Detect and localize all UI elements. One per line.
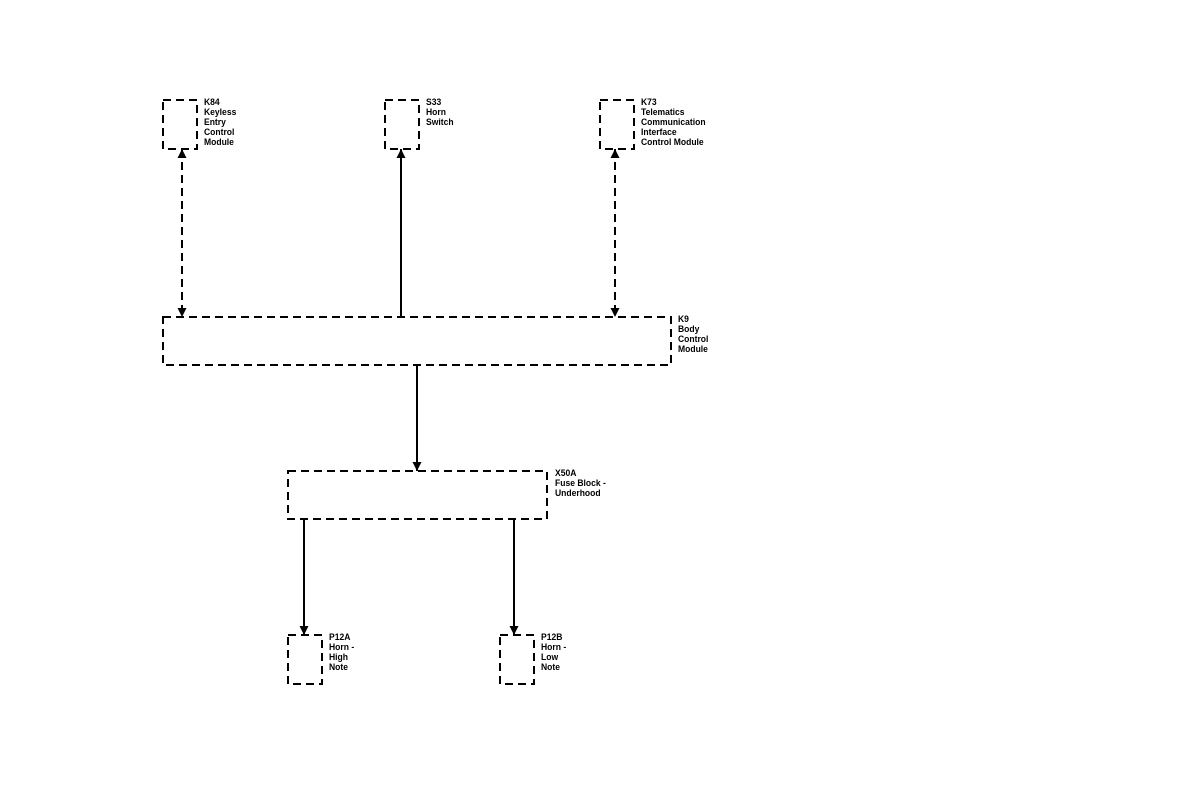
p12a-label-line-1: P12A: [329, 632, 351, 643]
p12b-label-line-3: Low: [541, 652, 559, 663]
k73-label-line-5: Control Module: [641, 137, 704, 148]
k9-label-line-3: Control: [678, 334, 709, 345]
x50a-label-line-3: Underhood: [555, 488, 601, 499]
k73-label-line-2: Telematics: [641, 107, 685, 118]
p12b-label-line-1: P12B: [541, 632, 563, 643]
p12b-label-line-2: Horn -: [541, 642, 567, 653]
k84-module-box: [162, 99, 198, 150]
k84-label-line-5: Module: [204, 137, 234, 148]
s33-label-line-3: Switch: [426, 117, 454, 128]
s33-label-line-2: Horn: [426, 107, 446, 118]
k84-label-line-2: Keyless: [204, 107, 237, 118]
p12a-label-line-4: Note: [329, 662, 349, 673]
k73-label-line-1: K73: [641, 97, 657, 108]
p12b-horn-box: [499, 634, 535, 685]
p12a-label-line-2: Horn -: [329, 642, 355, 653]
p12b-label-line-4: Note: [541, 662, 561, 673]
k9-module-box: [162, 316, 672, 366]
k84-label-line-1: K84: [204, 97, 220, 108]
p12a-horn-box: [287, 634, 323, 685]
k9-label-line-4: Module: [678, 344, 708, 355]
k73-module-box: [599, 99, 635, 150]
p12a-label-line-3: High: [329, 652, 348, 663]
k9-label-line-1: K9: [678, 314, 689, 325]
s33-switch-box: [384, 99, 420, 150]
x50a-label-line-2: Fuse Block -: [555, 478, 606, 489]
k84-label-line-4: Control: [204, 127, 235, 138]
x50a-label-line-1: X50A: [555, 468, 577, 479]
s33-label-line-1: S33: [426, 97, 442, 108]
k73-label-line-4: Interface: [641, 127, 677, 138]
k84-label-line-3: Entry: [204, 117, 226, 128]
k73-label-line-3: Communication: [641, 117, 706, 128]
k9-label-line-2: Body: [678, 324, 700, 335]
x50a-fuse-block-box: [287, 470, 548, 520]
